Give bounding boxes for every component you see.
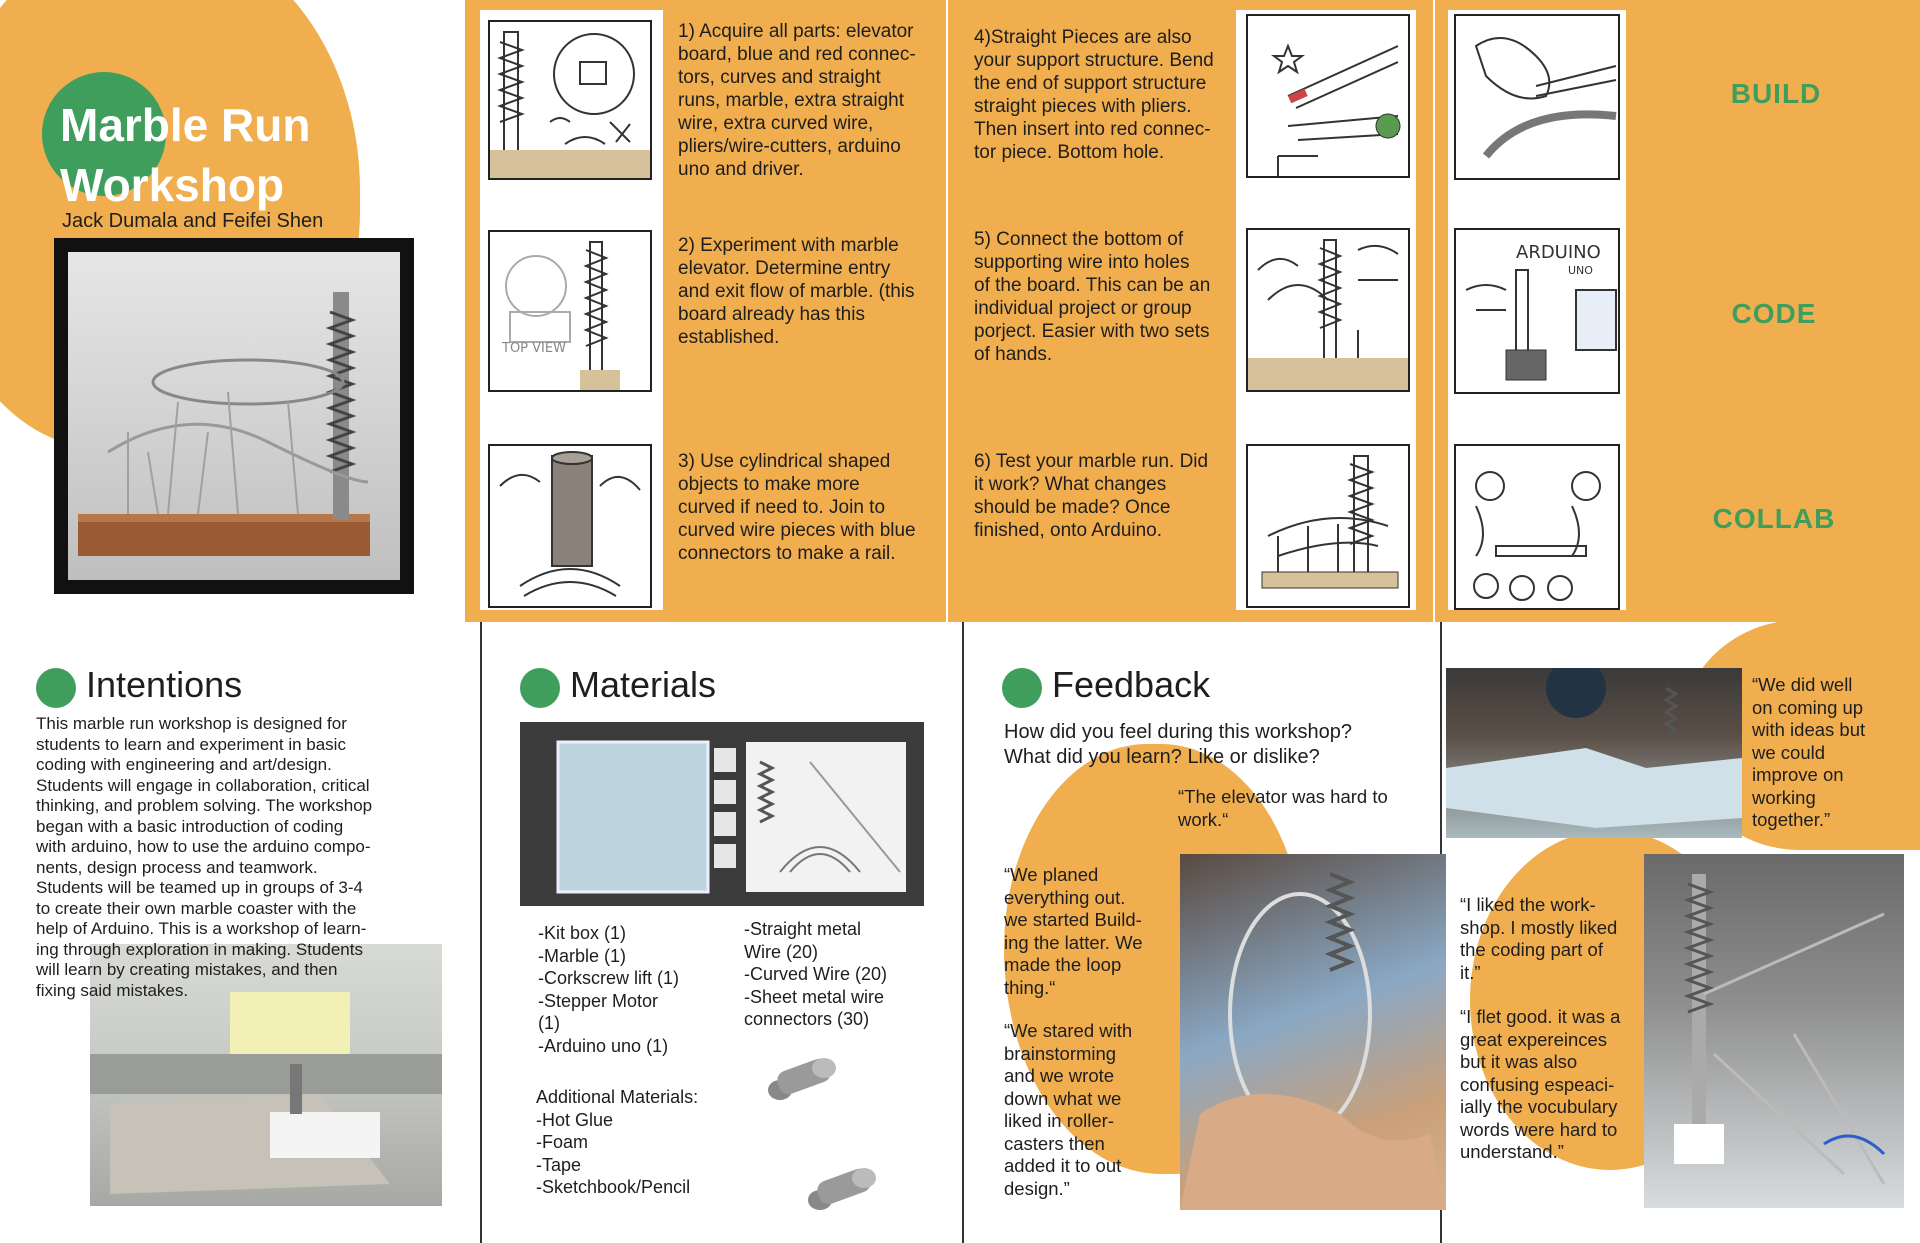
quotes-quote-5: “I liked the work- shop. I mostly liked … [1460, 894, 1618, 983]
cover-title: Marble Run Workshop [60, 95, 310, 215]
step5-sketch [1246, 228, 1410, 392]
materials-photo [520, 722, 924, 906]
cover-authors: Jack Dumala and Feifei Shen [62, 210, 324, 232]
feedback-quote-3: “We stared with brainstorming and we wro… [1004, 1020, 1133, 1199]
cover-title-line1: Marble Run [60, 99, 311, 151]
feedback-heading: Feedback [1052, 664, 1211, 705]
materials-heading: Materials [570, 664, 717, 705]
feedback-question: How did you feel during this workshop? W… [1004, 721, 1352, 768]
quotes-photo-1 [1446, 668, 1742, 838]
code-sketch: ARDUINO UNO [1454, 228, 1620, 394]
top-view-label: TOP VIEW [501, 341, 566, 356]
step2-sketch: TOP VIEW [488, 230, 652, 392]
step3-sketch [488, 444, 652, 608]
bottom-divider-1 [480, 622, 482, 1243]
cover-green-dot [42, 72, 166, 196]
step1-sketch [488, 20, 652, 180]
intentions-heading: Intentions [86, 664, 243, 705]
bottom-divider-2 [962, 622, 964, 1243]
step4-sketch [1246, 14, 1410, 178]
collab-sketch [1454, 444, 1620, 610]
intentions-photo [90, 944, 442, 1206]
feedback-photo [1180, 854, 1446, 1210]
cover-title-line2: Workshop [60, 159, 285, 211]
cover-panel: Marble Run Workshop Jack Dumala and Feif… [0, 0, 465, 622]
collab-label: COLLAB [1712, 503, 1836, 534]
quotes-quote-6: “I flet good. it was a great expereinces… [1460, 1006, 1621, 1162]
feedback-quote-1: “The elevator was hard to work.“ [1178, 786, 1388, 830]
materials-dot [520, 668, 560, 708]
materials-list-left: -Kit box (1) -Marble (1) -Corkscrew lift… [538, 923, 680, 1056]
build-sketch [1454, 14, 1620, 180]
intentions-body: This marble run workshop is designed for… [36, 714, 373, 1000]
panel-divider-top-2 [1433, 0, 1435, 622]
quotes-quote-4: “We did well on coming up with ideas but… [1752, 674, 1866, 830]
panel-divider-top-1 [946, 0, 948, 622]
step6-sketch [1246, 444, 1410, 608]
arduino-label: ARDUINO [1516, 242, 1601, 263]
top-orange-band [465, 0, 1920, 622]
materials-additional: Additional Materials: -Hot Glue -Foam -T… [536, 1087, 699, 1197]
connector-render-2 [800, 1160, 884, 1225]
connector-render-1 [760, 1050, 844, 1115]
uno-label: UNO [1568, 264, 1593, 277]
intentions-dot [36, 668, 76, 708]
feedback-dot [1002, 668, 1042, 708]
materials-list-right: -Straight metal Wire (20) -Curved Wire (… [744, 919, 888, 1029]
build-label: BUILD [1730, 78, 1822, 109]
feedback-quote-2: “We planed everything out. we started Bu… [1004, 864, 1143, 998]
marble-run-photo [78, 292, 370, 556]
quotes-photo-2 [1644, 854, 1904, 1208]
code-label: CODE [1731, 298, 1817, 329]
cover-photo [54, 238, 414, 594]
